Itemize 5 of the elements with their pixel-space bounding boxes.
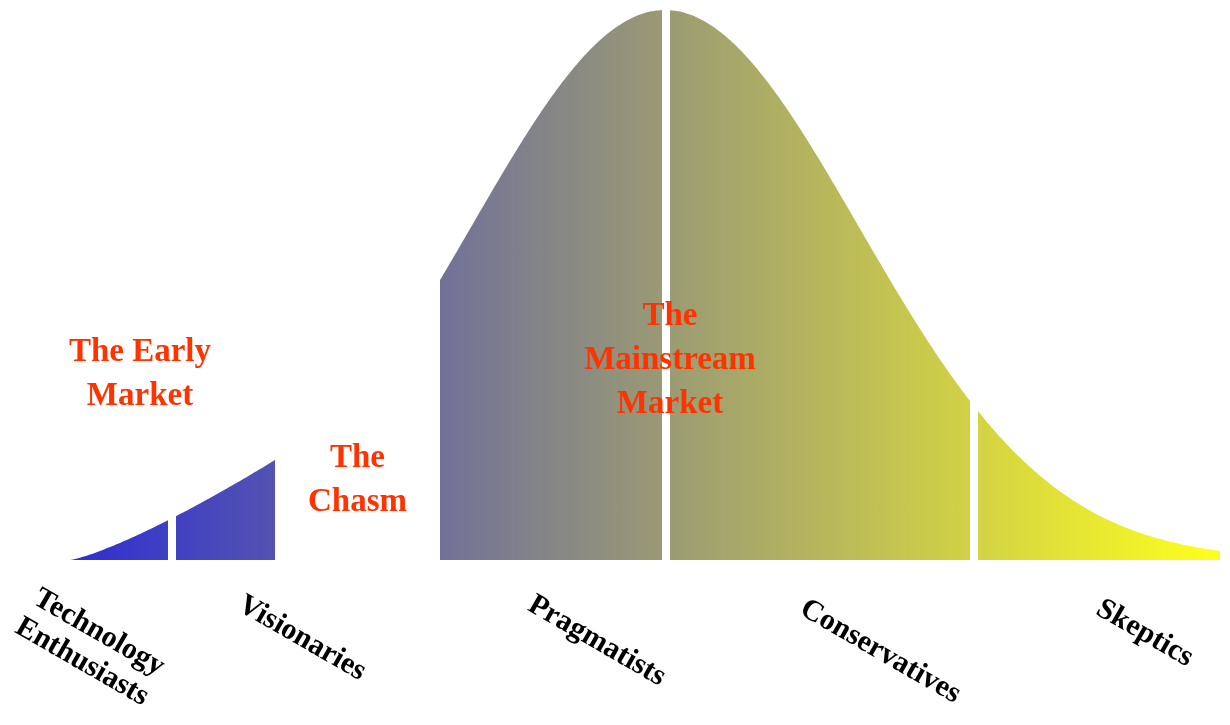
curve-segment [176, 460, 275, 560]
market-label: The Chasm [307, 437, 408, 520]
curve-segment [978, 411, 1220, 560]
market-label: The Early Market [67, 331, 213, 414]
curve-segment [70, 520, 168, 560]
